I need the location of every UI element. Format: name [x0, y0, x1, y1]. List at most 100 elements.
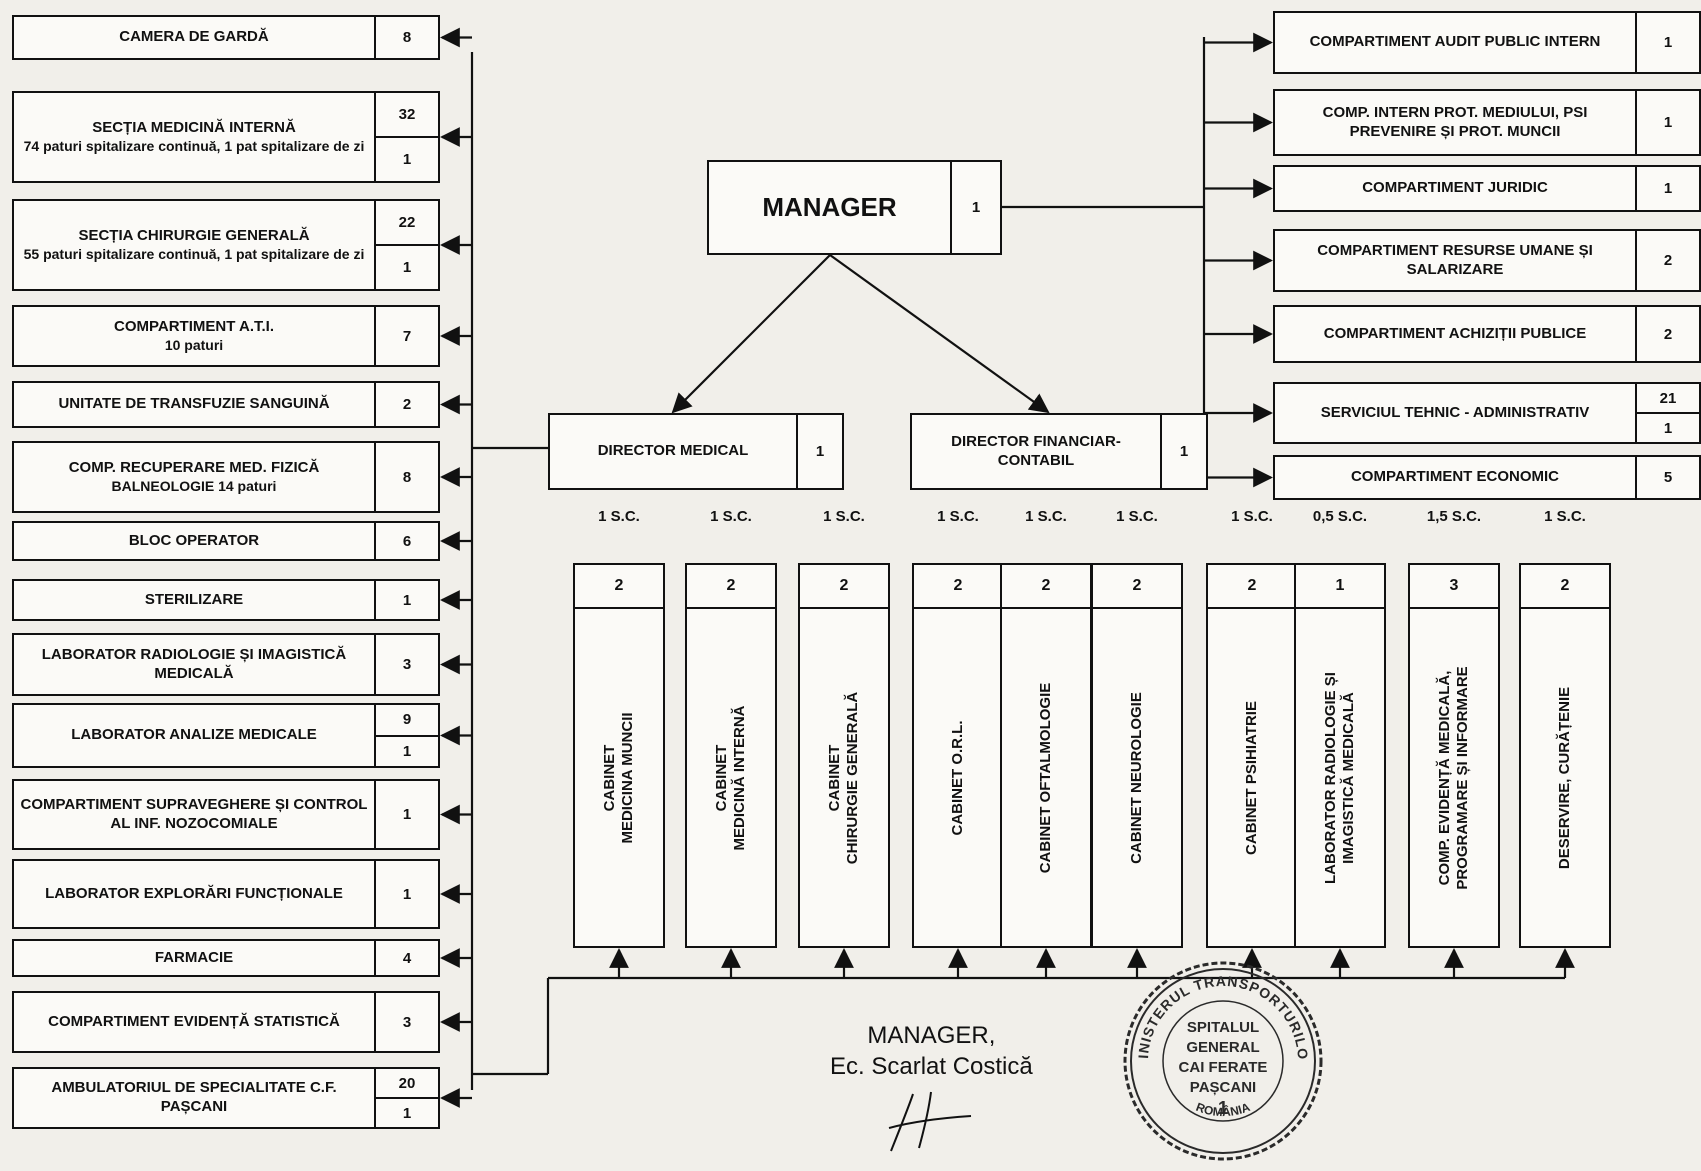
right-unit-label: COMPARTIMENT ECONOMIC — [1350, 468, 1560, 486]
left-unit-count: 4 — [402, 949, 412, 967]
cabinet-label: LABORATOR RADIOLOGIE ȘI — [1322, 671, 1339, 884]
left-unit-label: SECȚIA CHIRURGIE GENERALĂ — [78, 226, 310, 244]
left-unit-name-block: COMPARTIMENT EVIDENȚĂ STATISTICĂ — [14, 993, 374, 1051]
cabinet-label: CABINET — [713, 744, 730, 811]
cabinet-label: CABINET — [601, 744, 618, 811]
left-unit-label: CAMERA DE GARDĂ — [119, 28, 269, 46]
left-unit-label: LABORATOR EXPLORĂRI FUNCȚIONALE — [45, 884, 343, 902]
cabinet-count: 2 — [1521, 565, 1609, 609]
left-unit-name-block: LABORATOR RADIOLOGIE ȘI IMAGISTICĂ MEDIC… — [14, 635, 374, 694]
right-unit-label: COMPARTIMENT ACHIZIȚII PUBLICE — [1323, 324, 1587, 342]
left-unit-label: LABORATOR RADIOLOGIE ȘI IMAGISTICĂ MEDIC… — [41, 645, 347, 682]
right-unit-box: COMPARTIMENT AUDIT PUBLIC INTERN 1 — [1273, 11, 1701, 74]
cabinet-count: 2 — [687, 565, 775, 609]
right-unit-count: 21 — [1659, 389, 1677, 407]
right-unit-box: COMP. INTERN PROT. MEDIULUI, PSI PREVENI… — [1273, 89, 1701, 156]
stamp-line: GENERAL — [1186, 1039, 1259, 1056]
right-unit-box: COMPARTIMENT ECONOMIC 5 — [1273, 455, 1701, 500]
left-unit-box: LABORATOR ANALIZE MEDICALE 9 1 — [12, 703, 440, 768]
cabinet-count: 2 — [800, 565, 888, 609]
left-unit-count: 9 — [402, 711, 412, 729]
left-unit-count: 22 — [398, 214, 416, 231]
cabinet-staff-note: 1 S.C. — [598, 508, 640, 525]
cabinet-label: PROGRAMARE ȘI INFORMARE — [1454, 665, 1471, 890]
handwritten-signature — [889, 1092, 972, 1152]
left-unit-label: LABORATOR ANALIZE MEDICALE — [71, 726, 317, 744]
cabinet-label: CABINET PSIHIATRIE — [1243, 700, 1260, 855]
left-unit-label: BLOC OPERATOR — [128, 531, 260, 549]
left-unit-count: 1 — [376, 1097, 438, 1127]
left-unit-count: 20 — [398, 1074, 416, 1092]
cabinet-label: CHIRURGIE GENERALĂ — [844, 691, 861, 864]
cabinet-label: CABINET OFTALMOLOGIE — [1037, 682, 1054, 873]
left-unit-count: 1 — [402, 591, 412, 609]
stamp-line: PAȘCANI — [1190, 1079, 1256, 1096]
cabinet-count: 3 — [1410, 565, 1498, 609]
left-unit-count: 1 — [376, 136, 438, 181]
left-unit-sublabel: 74 paturi spitalizare continuă, 1 pat sp… — [23, 137, 365, 154]
left-unit-box: LABORATOR RADIOLOGIE ȘI IMAGISTICĂ MEDIC… — [12, 633, 440, 696]
left-unit-label: STERILIZARE — [144, 590, 244, 608]
right-unit-name-block: COMPARTIMENT JURIDIC — [1275, 167, 1635, 210]
left-unit-label: FARMACIE — [154, 948, 234, 966]
director-medical-label: DIRECTOR MEDICAL — [597, 442, 749, 460]
manager-label: MANAGER — [762, 192, 897, 223]
left-unit-sublabel: 10 paturi — [164, 336, 224, 353]
director-financial-box: DIRECTOR FINANCIAR-CONTABIL 1 — [910, 413, 1208, 490]
left-unit-box: COMPARTIMENT A.T.I.10 paturi 7 — [12, 305, 440, 367]
left-unit-label: AMBULATORIUL DE SPECIALITATE C.F. PAȘCAN… — [51, 1079, 337, 1115]
cabinet-staff-note: 1 S.C. — [710, 508, 752, 525]
left-unit-count: 7 — [402, 327, 412, 345]
right-unit-name-block: COMPARTIMENT RESURSE UMANE ȘI SALARIZARE — [1275, 231, 1635, 290]
cabinet-staff-note: 1 S.C. — [1231, 508, 1273, 525]
left-unit-name-block: STERILIZARE — [14, 581, 374, 619]
left-unit-sublabel: 55 paturi spitalizare continuă, 1 pat sp… — [23, 245, 365, 262]
right-unit-count: 5 — [1663, 469, 1673, 486]
director-medical-count: 1 — [815, 443, 825, 460]
left-unit-count: 3 — [402, 656, 412, 673]
stamp-line: CAI FERATE — [1179, 1059, 1268, 1076]
cabinet-count: 1 — [1296, 565, 1384, 609]
cabinet-label: CABINET — [826, 744, 843, 811]
signature-block: MANAGER, Ec. Scarlat Costică — [830, 1020, 1033, 1156]
cabinet-count: 2 — [1002, 565, 1090, 609]
cabinet-count: 2 — [1093, 565, 1181, 609]
cabinet-label: MEDICINA MUNCII — [619, 711, 636, 844]
right-unit-name-block: COMPARTIMENT ACHIZIȚII PUBLICE — [1275, 307, 1635, 361]
cabinet-staff-note: 1 S.C. — [823, 508, 865, 525]
cabinet-count: 2 — [914, 565, 1002, 609]
cabinet-staff-note: 1 S.C. — [1025, 508, 1067, 525]
right-unit-count: 1 — [1663, 180, 1673, 197]
right-unit-box: COMPARTIMENT JURIDIC 1 — [1273, 165, 1701, 212]
left-unit-count: 1 — [376, 734, 438, 767]
cabinet-label: CABINET O.R.L. — [949, 720, 966, 835]
manager-count: 1 — [971, 199, 981, 216]
right-unit-count: 1 — [1663, 34, 1673, 51]
right-unit-label: COMPARTIMENT AUDIT PUBLIC INTERN — [1309, 33, 1601, 51]
cabinet-staff-note: 1 S.C. — [1544, 508, 1586, 525]
right-unit-label: COMPARTIMENT RESURSE UMANE ȘI SALARIZARE — [1317, 241, 1593, 278]
stamp-line: SPITALUL — [1187, 1019, 1259, 1036]
manager-box: MANAGER 1 — [707, 160, 1002, 255]
left-unit-label: COMPARTIMENT A.T.I. — [114, 317, 274, 335]
right-unit-label: SERVICIUL TEHNIC - ADMINISTRATIV — [1320, 403, 1590, 421]
cabinet-staff-note: 1 S.C. — [937, 508, 979, 525]
cabinet-label: COMP. EVIDENȚĂ MEDICALĂ, — [1436, 670, 1453, 885]
